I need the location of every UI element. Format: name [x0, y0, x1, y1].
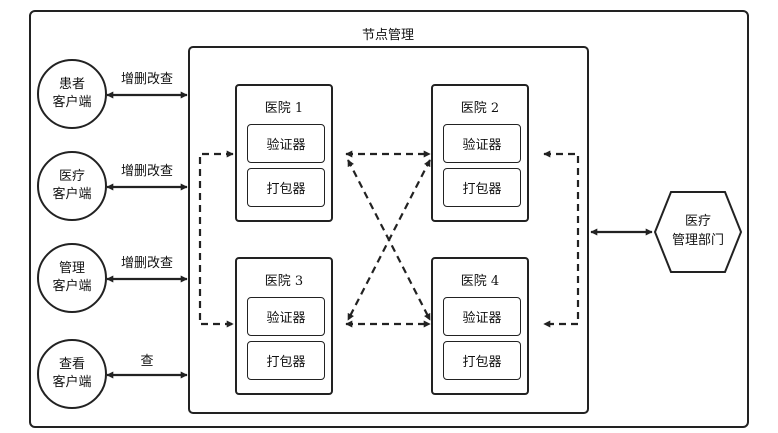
validator-box: 验证器 — [247, 124, 325, 163]
department-label: 医疗 管理部门 — [653, 212, 743, 250]
client-line2: 客户端 — [52, 95, 92, 110]
admin-client-node: 管理 客户端 — [37, 243, 107, 313]
packager-box: 打包器 — [443, 168, 521, 207]
department-hexagon — [653, 191, 743, 273]
op-label-medical: 增删改查 — [120, 164, 173, 179]
client-line1: 医疗 — [58, 169, 85, 184]
hospital-title: 医院 1 — [264, 101, 304, 116]
op-label-admin: 增删改查 — [120, 256, 173, 271]
department-line2: 管理部门 — [671, 233, 724, 248]
client-line2: 客户端 — [52, 375, 92, 390]
outer-frame — [29, 10, 749, 428]
viewer-client-node: 查看 客户端 — [37, 339, 107, 409]
packager-box: 打包器 — [247, 168, 325, 207]
packager-box: 打包器 — [247, 341, 325, 380]
hospital-title: 医院 3 — [264, 274, 304, 289]
validator-box: 验证器 — [247, 297, 325, 336]
client-line2: 客户端 — [52, 279, 92, 294]
hospital-title: 医院 4 — [460, 274, 500, 289]
client-line1: 管理 — [58, 261, 85, 276]
op-label-patient: 增删改查 — [120, 72, 173, 87]
patient-client-node: 患者 客户端 — [37, 59, 107, 129]
validator-box: 验证器 — [443, 297, 521, 336]
node-management-box — [188, 46, 589, 414]
packager-box: 打包器 — [443, 341, 521, 380]
node-management-title: 节点管理 — [361, 28, 414, 43]
client-line1: 查看 — [58, 357, 85, 372]
hospital-1: 医院 1 验证器 打包器 — [235, 84, 333, 222]
op-label-viewer: 查 — [140, 354, 154, 369]
hospital-2: 医院 2 验证器 打包器 — [431, 84, 529, 222]
client-line1: 患者 — [58, 77, 85, 92]
hospital-4: 医院 4 验证器 打包器 — [431, 257, 529, 395]
link-h2-h3 — [347, 159, 431, 321]
link-h1-h3 — [198, 150, 234, 328]
department-line1: 医疗 — [684, 214, 711, 229]
medical-client-node: 医疗 客户端 — [37, 151, 107, 221]
validator-box: 验证器 — [443, 124, 521, 163]
client-line2: 客户端 — [52, 187, 92, 202]
link-h2-h4 — [543, 150, 580, 328]
hospital-title: 医院 2 — [460, 101, 500, 116]
hospital-3: 医院 3 验证器 打包器 — [235, 257, 333, 395]
